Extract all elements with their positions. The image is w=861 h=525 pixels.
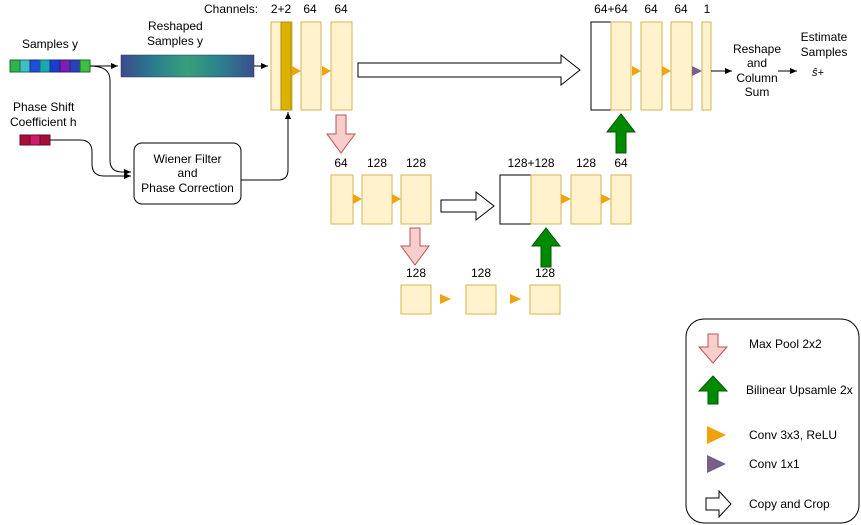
conv3-triangle bbox=[662, 66, 671, 76]
legend-conv3-icon bbox=[707, 426, 726, 444]
l1-channel-0: 2+2 bbox=[271, 2, 292, 16]
legend-maxpool-icon bbox=[697, 333, 729, 364]
up1-block-1 bbox=[640, 21, 663, 111]
copy-crop-arrow-l1 bbox=[357, 53, 581, 87]
up2-channel-0: 128+128 bbox=[507, 156, 554, 170]
estimate-symbol: ŝ+ bbox=[812, 67, 825, 79]
l2-block-0 bbox=[330, 174, 354, 225]
legend-conv1-icon bbox=[707, 455, 726, 473]
up2-channel-1: 128 bbox=[576, 156, 596, 170]
l2-block-2 bbox=[400, 174, 432, 225]
wiener-line2: and bbox=[177, 166, 197, 180]
reshape-line3: Column bbox=[736, 71, 777, 85]
estimate-line2: Samples bbox=[801, 45, 848, 59]
wiener-line3: Phase Correction bbox=[141, 181, 234, 195]
l3-block-0 bbox=[400, 284, 432, 315]
reshape-line4: Sum bbox=[745, 85, 770, 99]
conv3-triangle bbox=[292, 66, 301, 76]
legend-copy-icon bbox=[705, 489, 732, 519]
conv3-triangle bbox=[510, 294, 521, 304]
l2-block-1 bbox=[361, 174, 393, 225]
legend-box bbox=[685, 318, 860, 524]
upsample-arrow-1 bbox=[605, 113, 637, 154]
legend-conv1-label: Conv 1x1 bbox=[749, 457, 800, 471]
up1-channel-2: 64 bbox=[674, 2, 688, 16]
legend-conv3-label: Conv 3x3, ReLU bbox=[749, 428, 837, 442]
up1-output-block bbox=[701, 21, 712, 111]
up2-block-2 bbox=[610, 174, 632, 225]
legend-maxpool-label: Max Pool 2x2 bbox=[749, 337, 822, 351]
copy-crop-arrow-l2 bbox=[440, 190, 495, 222]
legend-copy-label: Copy and Crop bbox=[749, 497, 830, 511]
reshape-line1: Reshape bbox=[733, 42, 781, 56]
up2-copied-block bbox=[499, 174, 532, 225]
l1-phase-channels-block bbox=[280, 21, 292, 111]
conv3-triangle bbox=[322, 66, 331, 76]
conv3-triangle bbox=[561, 194, 571, 204]
reshape-line2: and bbox=[747, 56, 767, 70]
maxpool-arrow-1 bbox=[326, 114, 356, 154]
reshaped-label-line2: Samples y bbox=[147, 34, 203, 48]
l1-channel-1: 64 bbox=[303, 2, 317, 16]
l2-channel-2: 128 bbox=[406, 156, 426, 170]
l2-channel-1: 128 bbox=[367, 156, 387, 170]
samples-to-wiener-arrow bbox=[89, 65, 131, 175]
conv3-triangle bbox=[632, 66, 641, 76]
wiener-line1: Wiener Filter bbox=[153, 152, 221, 166]
l3-channel-0: 128 bbox=[406, 266, 426, 280]
conv1-triangle bbox=[692, 66, 702, 76]
l1-conv-block-1 bbox=[300, 21, 322, 111]
legend-upsample-icon bbox=[697, 375, 729, 405]
up1-channel-0: 64+64 bbox=[594, 2, 628, 16]
samples-vector-icon bbox=[9, 59, 91, 73]
legend-upsample-label: Bilinear Upsamle 2x bbox=[746, 383, 853, 397]
phase-label-line1: Phase Shift bbox=[13, 100, 75, 114]
l3-channel-1: 128 bbox=[471, 266, 491, 280]
up1-channel-3: 1 bbox=[704, 2, 711, 16]
channels-prefix: Channels: bbox=[204, 2, 258, 16]
up1-channel-1: 64 bbox=[644, 2, 658, 16]
up2-channel-2: 64 bbox=[614, 156, 628, 170]
up1-block-2 bbox=[670, 21, 693, 111]
l1-channel-2: 64 bbox=[334, 2, 348, 16]
l3-channel-2: 128 bbox=[535, 266, 555, 280]
up2-upsampled-block bbox=[530, 174, 562, 225]
conv3-triangle bbox=[353, 194, 362, 204]
conv3-triangle bbox=[392, 194, 401, 204]
l3-block-2 bbox=[529, 284, 561, 315]
reshaped-samples-image bbox=[120, 54, 255, 78]
wiener-filter-box bbox=[133, 142, 242, 205]
reshaped-label-line1: Reshaped bbox=[148, 19, 203, 33]
phase-vector-icon bbox=[19, 134, 51, 146]
upsample-arrow-2 bbox=[530, 227, 562, 268]
wiener-to-unet-arrow bbox=[241, 112, 291, 181]
up1-copied-block bbox=[590, 21, 612, 111]
l3-block-1 bbox=[465, 284, 497, 315]
phase-label-line2: Coefficient h bbox=[10, 115, 77, 129]
samples-label: Samples y bbox=[22, 37, 78, 51]
up2-block-1 bbox=[570, 174, 602, 225]
maxpool-arrow-2 bbox=[400, 227, 430, 266]
phase-to-wiener-arrow bbox=[50, 139, 131, 179]
conv3-triangle bbox=[440, 294, 451, 304]
estimate-line1: Estimate bbox=[801, 30, 848, 44]
conv3-triangle bbox=[601, 194, 611, 204]
l1-conv-block-2 bbox=[330, 21, 353, 111]
l2-channel-0: 64 bbox=[334, 156, 348, 170]
up1-upsampled-block bbox=[610, 21, 632, 111]
